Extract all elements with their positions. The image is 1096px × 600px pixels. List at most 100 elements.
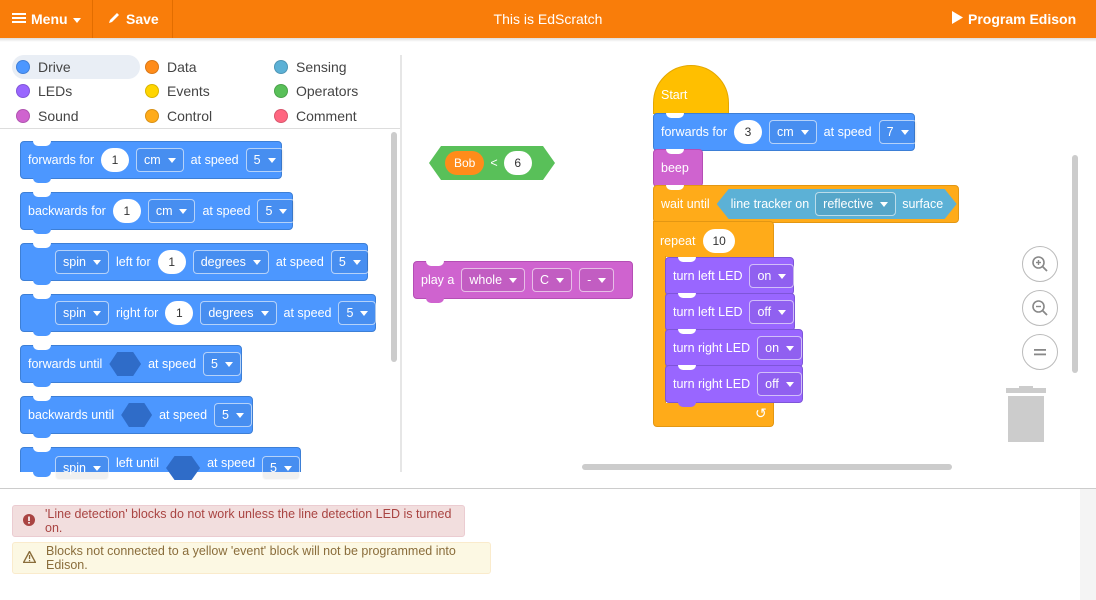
speed-dropdown[interactable]: 5 — [257, 199, 296, 223]
condition-slot[interactable] — [121, 403, 153, 427]
unit-value: cm — [155, 204, 173, 218]
menu-button[interactable]: Menu — [12, 0, 81, 38]
category-label: Control — [167, 108, 213, 124]
led-block[interactable]: turn left LED off — [665, 293, 795, 335]
block-label: at speed — [823, 125, 872, 139]
zoom-in-button[interactable] — [1022, 246, 1058, 282]
block-label: repeat — [660, 234, 696, 248]
block-label: beep — [661, 161, 689, 175]
value-input[interactable]: 6 — [504, 151, 532, 175]
unit-dropdown[interactable]: degrees — [192, 250, 269, 274]
block-backwards-for[interactable]: backwards for 1 cm at speed 5 — [20, 192, 296, 234]
speed-dropdown[interactable]: 5 — [245, 148, 284, 172]
warning-text: Blocks not connected to a yellow 'event'… — [46, 544, 456, 572]
mode-dropdown[interactable]: reflective — [815, 192, 896, 216]
block-spin-left-until[interactable]: spin left until at speed 5 — [20, 447, 301, 480]
category-control[interactable]: Control — [141, 104, 259, 128]
save-button[interactable]: Save — [107, 0, 159, 38]
speed-value: 7 — [886, 125, 894, 139]
unit-dropdown[interactable]: degrees — [200, 301, 277, 325]
direction-dropdown[interactable]: spin — [55, 301, 109, 325]
category-leds[interactable]: LEDs — [12, 79, 130, 103]
category-sensing[interactable]: Sensing — [270, 55, 388, 79]
modifier-dropdown[interactable]: - — [579, 268, 615, 292]
repeat-count-input[interactable]: 10 — [703, 229, 735, 253]
beep-block[interactable]: beep — [653, 149, 703, 191]
block-label: play a — [421, 273, 455, 287]
zoom-out-button[interactable] — [1022, 290, 1058, 326]
block-forwards-for[interactable]: forwards for 3 cm at speed 7 — [653, 113, 917, 155]
speed-dropdown[interactable]: 5 — [214, 403, 252, 427]
block-label: backwards for — [28, 204, 106, 218]
distance-input[interactable]: 1 — [112, 199, 141, 223]
speed-dropdown[interactable]: 5 — [338, 301, 377, 325]
speed-dropdown[interactable]: 7 — [878, 120, 917, 144]
trash-icon[interactable] — [1006, 386, 1046, 442]
condition-slot[interactable] — [109, 352, 142, 376]
led-state-dropdown[interactable]: off — [749, 300, 795, 324]
led-state-dropdown[interactable]: on — [757, 336, 803, 360]
category-events[interactable]: Events — [141, 79, 259, 103]
unit-dropdown[interactable]: cm — [136, 148, 184, 172]
speed-dropdown[interactable]: 5 — [262, 456, 300, 480]
block-label: at speed — [159, 408, 208, 422]
variable-bob[interactable]: Bob — [445, 151, 484, 175]
direction-dropdown[interactable]: spin — [55, 456, 109, 480]
palette-scrollbar[interactable] — [391, 132, 397, 362]
category-dot — [145, 109, 159, 123]
direction-value: spin — [63, 255, 86, 269]
wait-until-block[interactable]: wait until line tracker on reflective su… — [653, 185, 959, 227]
menu-label: Menu — [31, 11, 68, 27]
direction-value: spin — [63, 306, 86, 320]
category-operators[interactable]: Operators — [270, 79, 388, 103]
unit-dropdown[interactable]: cm — [769, 120, 817, 144]
block-backwards-until[interactable]: backwards until at speed 5 — [20, 396, 253, 438]
error-text: 'Line detection' blocks do not work unle… — [45, 507, 452, 535]
degrees-input[interactable]: 1 — [165, 301, 194, 325]
category-drive[interactable]: Drive — [12, 55, 140, 79]
led-state-dropdown[interactable]: on — [749, 264, 795, 288]
block-label: turn left LED — [673, 305, 743, 319]
category-comment[interactable]: Comment — [270, 104, 388, 128]
speed-value: 5 — [338, 255, 346, 269]
speed-value: 5 — [211, 357, 218, 371]
led-state-dropdown[interactable]: off — [757, 372, 802, 396]
zoom-reset-button[interactable] — [1022, 334, 1058, 370]
modifier-value: - — [587, 273, 592, 287]
top-bar: Menu Save This is EdScratch Program Edis… — [0, 0, 1096, 38]
led-block[interactable]: turn right LED on — [665, 329, 803, 371]
led-block[interactable]: turn left LED on — [665, 257, 795, 299]
block-forwards-until[interactable]: forwards until at speed 5 — [20, 345, 242, 387]
distance-input[interactable]: 1 — [101, 148, 129, 172]
note-dropdown[interactable]: C — [532, 268, 573, 292]
repeat-block-foot — [653, 403, 774, 427]
unit-value: cm — [777, 125, 794, 139]
program-edison-button[interactable]: Program Edison — [952, 0, 1076, 38]
separator — [92, 0, 93, 38]
block-spin-left-for[interactable]: spin left for 1 degrees at speed 5 — [20, 243, 369, 285]
vertical-scrollbar[interactable] — [1072, 155, 1078, 373]
block-label: turn left LED — [673, 269, 743, 283]
line-tracker-condition[interactable]: line tracker on reflective surface — [717, 189, 957, 219]
duration-dropdown[interactable]: whole — [461, 268, 526, 292]
category-sound[interactable]: Sound — [12, 104, 130, 128]
led-block[interactable]: turn right LED off — [665, 365, 803, 407]
unit-dropdown[interactable]: cm — [147, 199, 196, 223]
condition-slot[interactable] — [166, 456, 201, 480]
block-forwards-for[interactable]: forwards for 1 cm at speed 5 — [20, 141, 284, 183]
speed-dropdown[interactable]: 5 — [330, 250, 369, 274]
distance-input[interactable]: 3 — [734, 120, 762, 144]
direction-dropdown[interactable]: spin — [55, 250, 109, 274]
speed-dropdown[interactable]: 5 — [203, 352, 241, 376]
play-note-block[interactable]: play a whole C - — [413, 261, 633, 303]
reset-zoom-icon — [1034, 349, 1046, 356]
category-data[interactable]: Data — [141, 55, 259, 79]
messages-scrollbar[interactable] — [1080, 489, 1096, 600]
program-label: Program Edison — [968, 11, 1077, 27]
speed-value: 5 — [270, 461, 277, 475]
compare-block[interactable]: Bob < 6 — [429, 146, 555, 180]
degrees-input[interactable]: 1 — [157, 250, 186, 274]
block-label: at speed — [190, 153, 239, 167]
horizontal-scrollbar[interactable] — [582, 464, 952, 470]
block-spin-right-for[interactable]: spin right for 1 degrees at speed 5 — [20, 294, 377, 336]
